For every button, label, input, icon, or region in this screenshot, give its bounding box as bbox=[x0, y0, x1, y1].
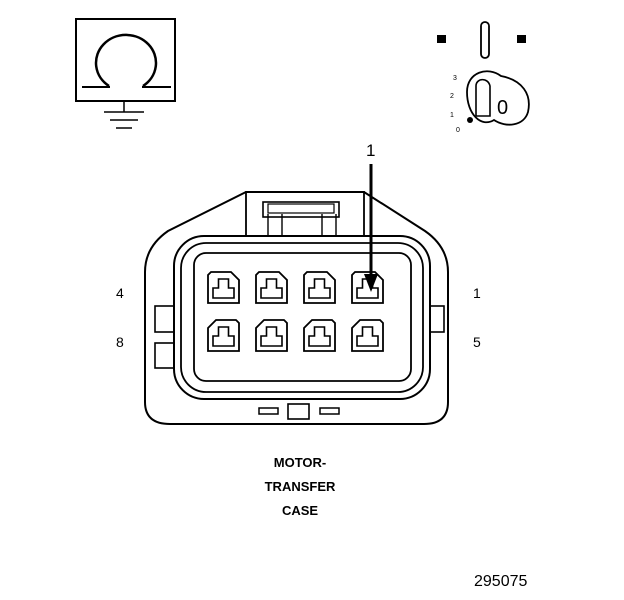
pin-label-5: 5 bbox=[473, 334, 481, 350]
pin-label-1: 1 bbox=[473, 285, 481, 301]
key-position-1: 1 bbox=[450, 112, 454, 119]
ignition-key-switch-icon: 0 3 2 1 0 bbox=[437, 21, 530, 134]
figure-number: 295075 bbox=[474, 573, 527, 590]
caption-line-2: TRANSFER bbox=[265, 479, 336, 494]
terminal-cavity bbox=[351, 271, 384, 304]
callout-number: 1 bbox=[366, 141, 375, 160]
key-position-0: 0 bbox=[456, 127, 460, 134]
pin-label-4: 4 bbox=[116, 285, 124, 301]
connector-body bbox=[144, 191, 449, 425]
terminal-cavity bbox=[255, 319, 288, 352]
terminal-cavity bbox=[303, 319, 336, 352]
connector-latch bbox=[245, 191, 365, 237]
terminal-cavity bbox=[303, 271, 336, 304]
key-position-2: 2 bbox=[450, 93, 454, 100]
caption-line-3: CASE bbox=[282, 503, 318, 518]
terminal-cavity bbox=[207, 319, 240, 352]
terminal-cavity bbox=[351, 319, 384, 352]
callout-1: 1 bbox=[364, 141, 378, 292]
ohm-ground-symbol-icon bbox=[75, 18, 176, 129]
key-face-label: 0 bbox=[497, 97, 508, 119]
terminal-cavity bbox=[207, 271, 240, 304]
caption-line-1: MOTOR- bbox=[274, 455, 326, 470]
terminal-cavity bbox=[255, 271, 288, 304]
pin-label-8: 8 bbox=[116, 334, 124, 350]
terminal-cavities bbox=[207, 271, 384, 352]
key-position-3: 3 bbox=[453, 75, 457, 82]
